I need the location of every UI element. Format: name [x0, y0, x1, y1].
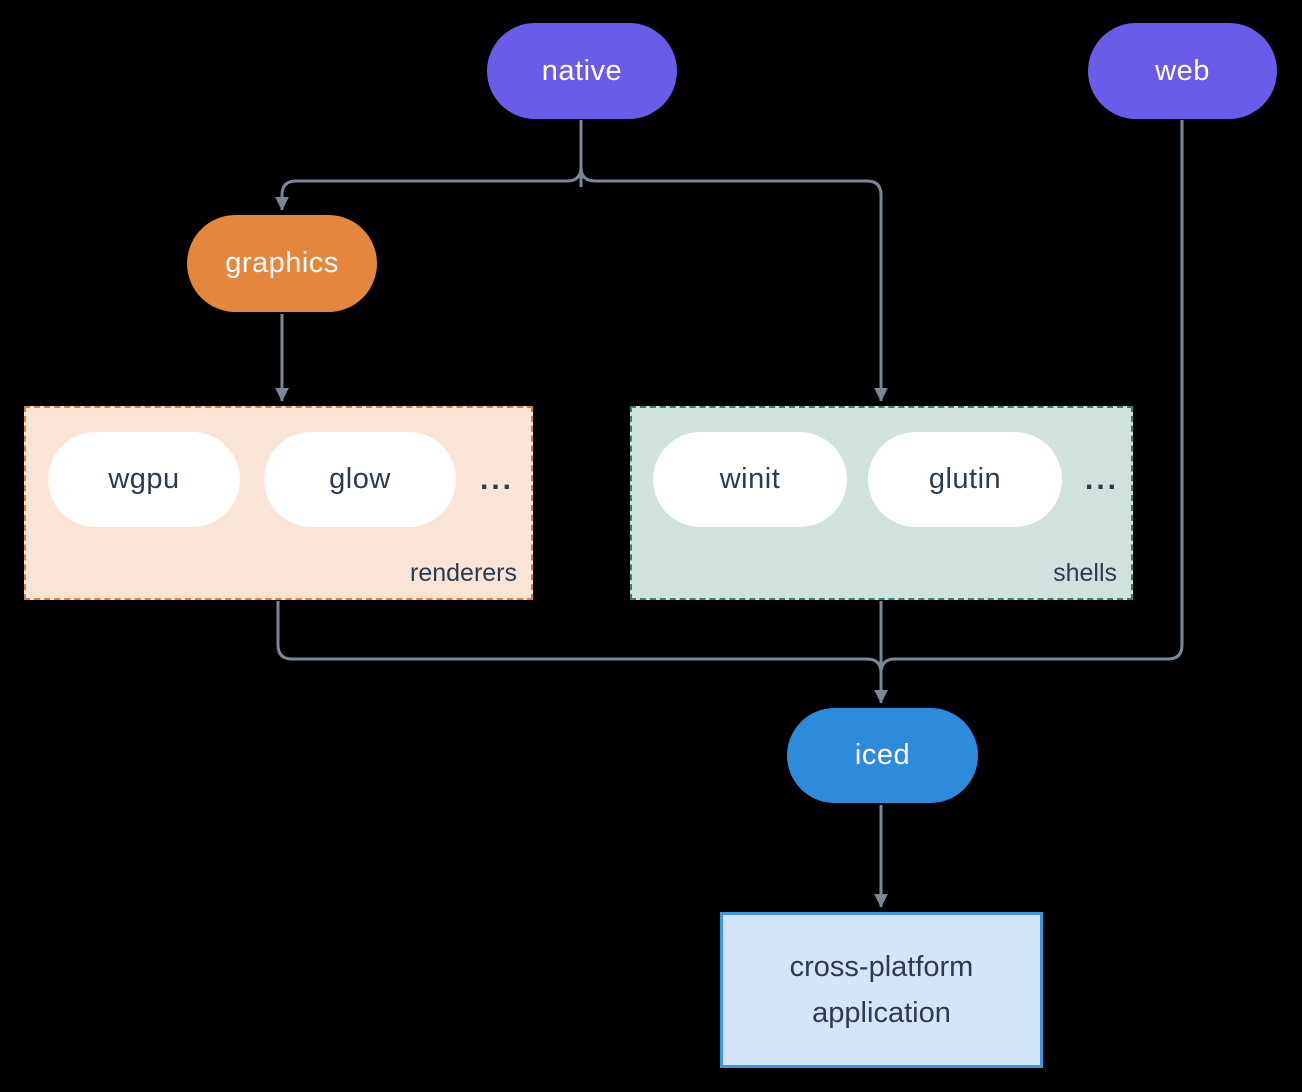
shells-more-indicator: ...	[1072, 432, 1132, 527]
node-application-label: cross-platform application	[789, 950, 974, 1029]
edge-native-shells	[579, 120, 888, 402]
node-glow-label: glow	[329, 463, 391, 495]
node-winit-label: winit	[719, 463, 781, 495]
node-wgpu-label: wgpu	[108, 463, 180, 495]
shells-group-label: shells	[1053, 559, 1117, 587]
renderers-group-label: renderers	[410, 559, 517, 587]
node-iced: iced	[787, 708, 978, 803]
node-iced-label: iced	[854, 739, 911, 771]
node-web: web	[1088, 23, 1277, 119]
node-native-label: native	[541, 54, 623, 87]
renderers-more-label: ...	[479, 462, 514, 496]
node-winit: winit	[653, 432, 847, 527]
node-wgpu: wgpu	[48, 432, 240, 527]
shells-more-label: ...	[1084, 462, 1119, 496]
node-application: cross-platform application	[720, 912, 1043, 1068]
edge-native-graphics	[275, 120, 583, 211]
node-glow: glow	[264, 432, 456, 527]
node-web-label: web	[1155, 54, 1210, 87]
edge-renderers-iced	[276, 601, 883, 674]
node-graphics: graphics	[187, 215, 377, 312]
node-glutin: glutin	[868, 432, 1062, 527]
renderers-more-indicator: ...	[467, 432, 527, 527]
group-shells: winit glutin ... shells	[630, 406, 1133, 600]
group-renderers: wgpu glow ... renderers	[24, 406, 533, 600]
node-glutin-label: glutin	[928, 463, 1002, 495]
node-native: native	[487, 23, 677, 119]
node-graphics-label: graphics	[225, 247, 339, 279]
edge-web-iced	[879, 120, 1184, 674]
